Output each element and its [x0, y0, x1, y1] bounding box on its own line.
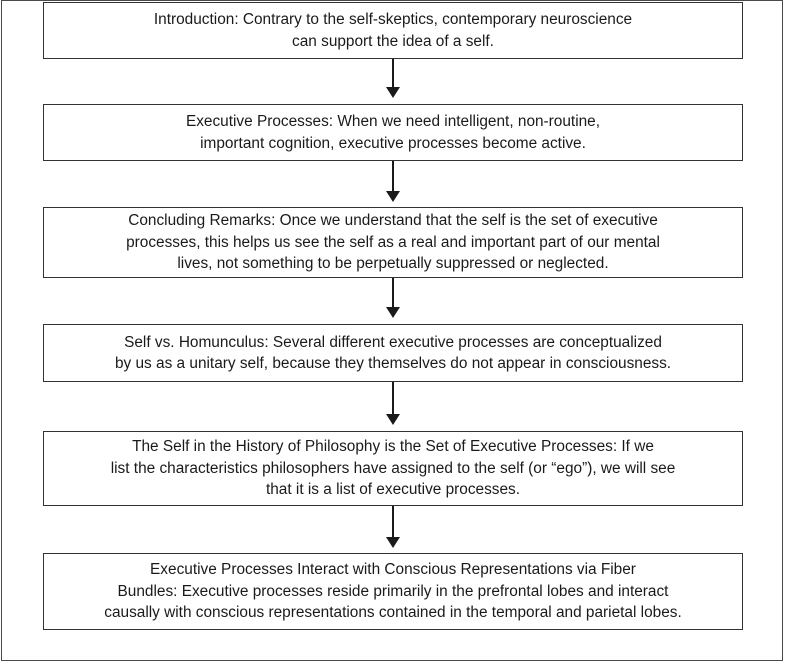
flow-arrow-3	[386, 278, 400, 318]
flow-arrow-1	[386, 59, 400, 98]
box-text-line: Bundles: Executive processes reside prim…	[117, 582, 669, 600]
box-text-line: can support the idea of a self.	[292, 32, 494, 50]
box-text-line: by us as a unitary self, because they th…	[114, 355, 672, 372]
box-text-line: that it is a list of executive processes…	[265, 481, 521, 499]
flow-box-self-vs-homunculus: Self vs. Homunculus: Several different e…	[43, 324, 743, 382]
flow-arrow-4	[386, 382, 400, 425]
box-text-line: causally with conscious representations …	[104, 604, 682, 622]
flow-box-history-of-philosophy: The Self in the History of Philosophy is…	[43, 431, 743, 506]
box-text-line: important cognition, executive processes…	[200, 134, 586, 152]
flow-box-executive-processes: Executive Processes: When we need intell…	[43, 104, 743, 161]
box-text-line: Executive Processes Interact with Consci…	[150, 561, 636, 579]
flow-arrow-2	[386, 161, 400, 202]
box-text-line: lives, not something to be perpetually s…	[177, 255, 609, 273]
flow-arrow-5	[386, 506, 400, 548]
box-text-line: Introduction: Contrary to the self-skept…	[153, 11, 633, 28]
flow-box-concluding-remarks: Concluding Remarks: Once we understand t…	[43, 207, 743, 278]
flow-box-fiber-bundles: Executive Processes Interact with Consci…	[43, 553, 743, 630]
box-text-line: list the characteristics philosophers ha…	[110, 459, 676, 477]
box-text-line: The Self in the History of Philosophy is…	[132, 438, 654, 456]
box-text-line: Concluding Remarks: Once we understand t…	[128, 212, 658, 230]
box-text-line: processes, this helps us see the self as…	[126, 233, 660, 251]
box-text-line: Self vs. Homunculus: Several different e…	[124, 333, 662, 351]
flow-box-introduction: Introduction: Contrary to the self-skept…	[43, 2, 743, 59]
box-text-line: Executive Processes: When we need intell…	[185, 113, 601, 130]
